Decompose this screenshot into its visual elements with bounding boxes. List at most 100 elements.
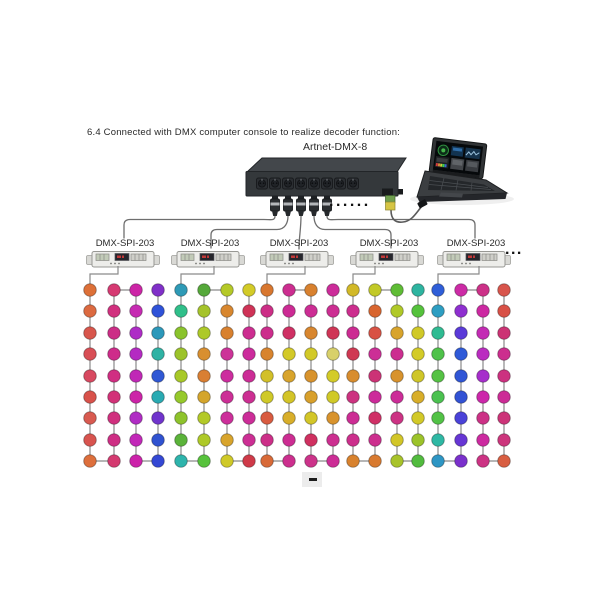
led-feed-wire [352,266,376,290]
xlr-port-icon [282,177,294,190]
led-dot [346,304,360,318]
led-dot [260,390,274,404]
led-dot [346,347,360,361]
dmx-cable-1 [123,215,276,239]
led-dot [346,454,360,468]
led-dot [220,326,234,340]
ethernet-connector-body [385,201,396,211]
led-dot [431,411,445,425]
led-dot [197,433,211,447]
app-panel-gray1-inner [452,159,463,166]
xlr-plug-icon [309,195,319,216]
led-dot [83,347,97,361]
dmx-cable-3 [298,215,302,250]
led-dot [326,347,340,361]
led-dot [326,411,340,425]
led-dot [242,304,256,318]
app-panel-blue [450,145,464,157]
led-dot [326,454,340,468]
dmx-cable-4 [313,215,392,249]
led-dot [282,390,296,404]
page-title: 6.4 Connected with DMX computer console … [87,127,401,138]
led-dot [346,283,360,297]
led-dot [107,326,121,340]
led-dot [368,390,382,404]
led-dot [282,283,296,297]
decoder-label-3: DMX-SPI-203 [269,238,329,249]
screen-bottom-bezel [432,169,480,179]
led-dot [368,411,382,425]
led-dot [174,304,188,318]
dmx-decoder-device [260,251,334,268]
led-dot [497,390,511,404]
led-dot [260,304,274,318]
color-swatch-red [435,163,438,167]
led-dot [497,326,511,340]
led-dot [476,283,490,297]
laptop [416,137,509,209]
led-dot [83,390,97,404]
led-dot [411,454,425,468]
led-dot [282,304,296,318]
led-dot [151,411,165,425]
led-dot [304,433,318,447]
led-dot [304,390,318,404]
led-dot [476,347,490,361]
led-dot [411,433,425,447]
artnet-console-label: Artnet-DMX-8 [303,141,368,153]
led-dot [151,304,165,318]
led-feed-wire [437,266,480,290]
xlr-plug-icon [296,195,306,216]
laptop-cable [390,204,424,223]
dmx-decoder-device [171,251,245,268]
led-dot [129,433,143,447]
led-dot [497,369,511,383]
led-dot [431,304,445,318]
laptop-keyboard [428,176,495,191]
led-dot [260,283,274,297]
led-dot [476,433,490,447]
led-dot [174,283,188,297]
led-dot [107,433,121,447]
led-dot [107,369,121,383]
led-dot [282,433,296,447]
led-dot [411,347,425,361]
led-dot [476,326,490,340]
led-dot [497,411,511,425]
led-dot [197,369,211,383]
led-dot [282,454,296,468]
led-dot [304,326,318,340]
led-dot [242,283,256,297]
led-dot [326,433,340,447]
led-dot [497,283,511,297]
led-dot [411,369,425,383]
led-dot [260,454,274,468]
more-ports-ellipsis: ...... [329,193,371,210]
led-dot [83,283,97,297]
led-dot [454,411,468,425]
dmx-decoder-device [86,251,160,268]
xlr-port-icon [295,177,307,190]
led-dot [282,411,296,425]
led-dot [326,304,340,318]
led-dot [368,347,382,361]
dmx-decoder-device [350,251,424,268]
led-dot [454,304,468,318]
dmx-decoder-device [437,251,511,268]
led-dot [497,433,511,447]
led-dot [83,326,97,340]
led-dot [476,411,490,425]
led-dot [129,390,143,404]
led-dot [220,411,234,425]
color-swatch-green [442,163,445,168]
led-dot [476,390,490,404]
led-dot [431,390,445,404]
led-dot [242,390,256,404]
led-dot [304,454,318,468]
app-panel-colors-top [436,157,448,163]
led-dot [129,326,143,340]
led-feed-wire [89,266,119,290]
led-dot [390,411,404,425]
laptop-trackpad [439,192,463,198]
led-dot [454,433,468,447]
